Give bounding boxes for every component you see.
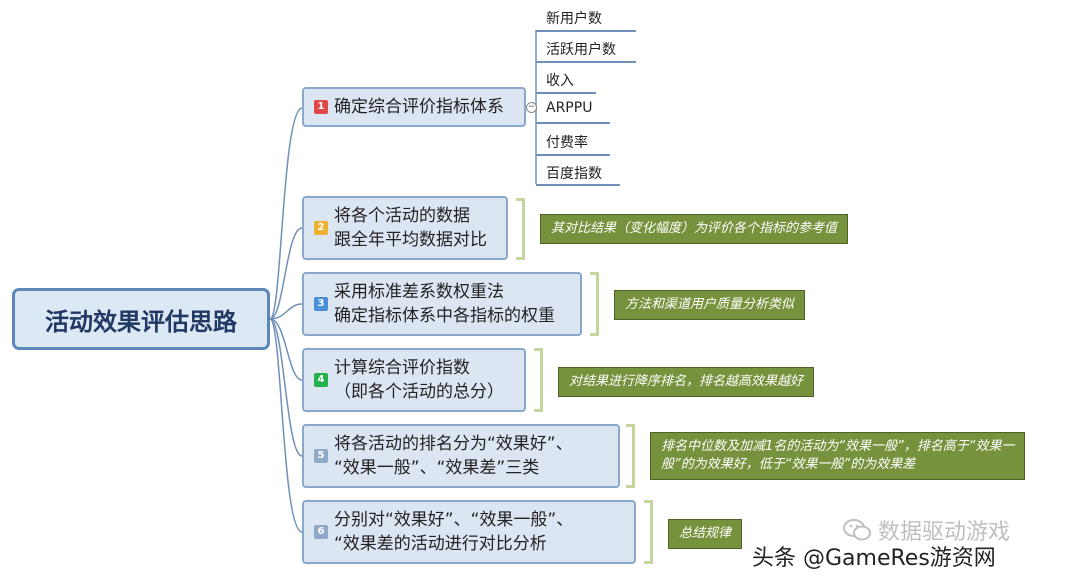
footer-credit: 头条 @GameRes游资网	[752, 546, 996, 571]
step-label: 采用标准差系数权重法确定指标体系中各指标的权重	[334, 282, 555, 326]
leaf-underline	[536, 184, 620, 186]
leaf-underline	[536, 154, 610, 156]
note-box[interactable]: 对结果进行降序排名，排名越高效果越好	[558, 367, 815, 397]
step-number-badge: 4	[314, 373, 328, 387]
step-number-badge: 3	[314, 297, 328, 311]
step-number-badge: 5	[314, 449, 328, 463]
watermark-text: 数据驱动游戏	[878, 520, 1011, 545]
step-label: 将各活动的排名分为“效果好”、“效果一般”、“效果差”三类	[334, 434, 573, 478]
step-label: 计算综合评价指数（即各个活动的总分）	[334, 358, 504, 402]
step-node-4[interactable]: 4 计算综合评价指数（即各个活动的总分）	[302, 348, 526, 412]
step-node-2[interactable]: 2 将各个活动的数据跟全年平均数据对比	[302, 196, 508, 260]
indicator-leaf[interactable]: 活跃用户数	[546, 42, 616, 58]
step-label: 确定综合评价指标体系	[334, 97, 504, 117]
leaf-underline	[536, 61, 636, 63]
bracket	[644, 500, 653, 564]
indicator-leaf[interactable]: 百度指数	[546, 166, 602, 182]
step-node-3[interactable]: 3 采用标准差系数权重法确定指标体系中各指标的权重	[302, 272, 582, 336]
leaf-underline	[536, 92, 596, 94]
step-label: 分别对“效果好”、“效果一般”、“效果差的活动进行对比分析	[334, 510, 574, 554]
wechat-icon	[843, 519, 871, 541]
step-node-6[interactable]: 6 分别对“效果好”、“效果一般”、“效果差的活动进行对比分析	[302, 500, 636, 564]
step-number-badge: 2	[314, 221, 328, 235]
step-label: 将各个活动的数据跟全年平均数据对比	[334, 206, 487, 250]
collapse-toggle-icon[interactable]: −	[526, 102, 537, 113]
indicator-leaf[interactable]: 新用户数	[546, 11, 602, 27]
leaf-underline	[536, 122, 610, 124]
bracket	[590, 272, 599, 336]
step-number-badge: 6	[314, 525, 328, 539]
indicator-leaf[interactable]: 收入	[546, 73, 574, 89]
note-box[interactable]: 方法和渠道用户质量分析类似	[614, 290, 806, 320]
note-box[interactable]: 其对比结果（变化幅度）为评价各个指标的参考值	[540, 214, 849, 244]
bracket	[516, 198, 525, 260]
bracket	[626, 424, 635, 488]
root-node[interactable]: 活动效果评估思路	[12, 288, 270, 350]
note-box[interactable]: 总结规律	[668, 519, 743, 549]
indicator-leaf[interactable]: ARPPU	[546, 100, 593, 116]
leaf-underline	[536, 30, 636, 32]
watermark: 数据驱动游戏	[842, 514, 1010, 546]
step-number-badge: 1	[314, 100, 328, 114]
indicator-leaf[interactable]: 付费率	[546, 135, 588, 151]
step-node-1[interactable]: 1 确定综合评价指标体系	[302, 87, 526, 127]
step-node-5[interactable]: 5 将各活动的排名分为“效果好”、“效果一般”、“效果差”三类	[302, 424, 620, 488]
bracket	[534, 348, 543, 412]
root-label: 活动效果评估思路	[45, 307, 237, 336]
note-box[interactable]: 排名中位数及加减1名的活动为“效果一般”，排名高于“效果一般”的为效果好，低于“…	[650, 432, 1026, 480]
